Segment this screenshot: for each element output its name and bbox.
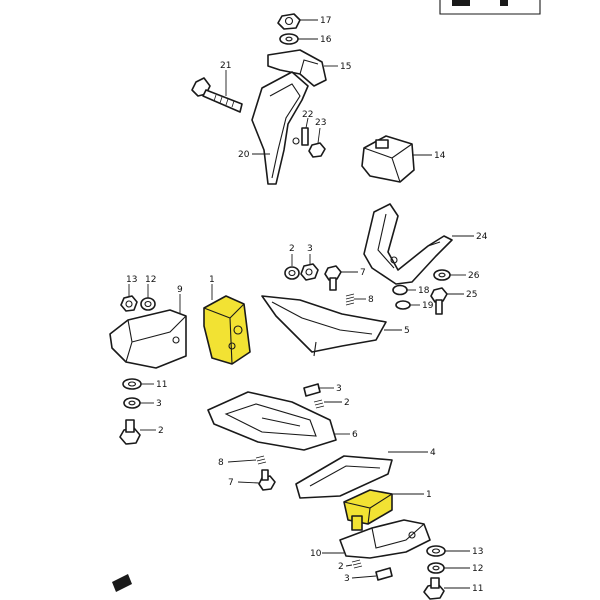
bolt-7-upper xyxy=(324,265,342,291)
spring-2-middle xyxy=(313,399,325,409)
page-corner-frame xyxy=(439,0,541,15)
callout-2-middle: 2 xyxy=(344,398,350,408)
nut-17 xyxy=(277,13,301,30)
engine-mount-1-lower-highlighted xyxy=(343,489,393,531)
callout-12-left: 3 xyxy=(156,399,162,409)
stamp-mark xyxy=(112,574,132,592)
callout-23: 23 xyxy=(315,118,326,128)
spacer-3-middle xyxy=(303,383,321,397)
bracket-15 xyxy=(267,49,327,87)
spring-8-lower xyxy=(255,455,267,465)
bolt-21 xyxy=(191,77,243,113)
spacer-19 xyxy=(395,300,411,310)
washer-18 xyxy=(392,284,408,296)
spring-2-lower xyxy=(351,559,363,569)
callout-12-right: 12 xyxy=(472,564,483,574)
bolt-22 xyxy=(301,127,309,146)
callout-4: 4 xyxy=(430,448,436,458)
callout-7-upper: 7 xyxy=(360,268,366,278)
callout-5: 5 xyxy=(404,326,410,336)
callout-26: 26 xyxy=(468,271,480,281)
engine-mount-14 xyxy=(361,135,415,183)
callout-1-lower: 1 xyxy=(426,490,432,500)
washer-12-left xyxy=(123,397,141,409)
callout-8-lower: 8 xyxy=(218,458,224,468)
callout-1-upper: 1 xyxy=(209,275,215,285)
callout-14: 14 xyxy=(434,151,446,161)
callout-3-middle: 3 xyxy=(336,384,342,394)
callout-15: 15 xyxy=(340,62,351,72)
washer-2-upper xyxy=(284,266,300,280)
washer-16 xyxy=(279,33,299,45)
bracket-9 xyxy=(109,309,187,369)
callout-25: 25 xyxy=(466,290,477,300)
bracket-5 xyxy=(261,295,387,357)
callout-20: 20 xyxy=(238,150,250,160)
bracket-20 xyxy=(251,71,309,185)
callout-9: 9 xyxy=(177,285,183,295)
callout-13-left: 11 xyxy=(156,380,167,390)
engine-mount-1-highlighted xyxy=(203,295,251,365)
leader-lines xyxy=(128,19,474,589)
callout-3-left: 13 xyxy=(126,275,137,285)
plate-6 xyxy=(207,391,337,451)
callout-18: 18 xyxy=(418,286,430,296)
callout-17: 17 xyxy=(320,16,331,26)
bolt-11-left xyxy=(119,419,141,445)
callout-2-lower: 2 xyxy=(338,562,344,572)
washer-26 xyxy=(433,269,451,281)
nut-3-left xyxy=(120,295,138,312)
callout-3-upper: 3 xyxy=(307,244,313,254)
callout-2-upper: 2 xyxy=(289,244,295,254)
callout-13-right: 13 xyxy=(472,547,483,557)
bracket-24 xyxy=(363,203,453,285)
nut-3-upper xyxy=(300,263,319,281)
plate-4 xyxy=(295,455,393,499)
spacer-3-lower xyxy=(375,567,393,581)
callout-11-left: 2 xyxy=(158,426,164,436)
spring-8-upper xyxy=(345,293,355,306)
bolt-11-right xyxy=(423,577,445,600)
callout-21: 21 xyxy=(220,61,231,71)
callout-3-lower: 3 xyxy=(344,574,350,584)
callout-19: 19 xyxy=(422,301,434,311)
callout-16: 16 xyxy=(320,35,332,45)
washer-12-right xyxy=(427,562,445,574)
washer-13-left xyxy=(122,378,142,390)
callout-10: 10 xyxy=(310,549,322,559)
callout-numbers: 17 16 15 21 22 23 20 14 24 2 3 7 26 18 2… xyxy=(126,16,488,594)
callout-7-lower: 7 xyxy=(228,478,234,488)
washer-13-right xyxy=(426,545,446,557)
callout-2-left: 12 xyxy=(145,275,156,285)
nut-23 xyxy=(308,142,326,158)
callout-24: 24 xyxy=(476,232,488,242)
bracket-10 xyxy=(339,519,431,559)
bolt-25 xyxy=(430,287,448,315)
callout-8-upper: 8 xyxy=(368,295,374,305)
callout-6: 6 xyxy=(352,430,358,440)
callout-22: 22 xyxy=(302,110,313,120)
washer-2-left xyxy=(140,297,156,311)
callout-11-right: 11 xyxy=(472,584,483,594)
bolt-7-lower xyxy=(258,469,276,491)
